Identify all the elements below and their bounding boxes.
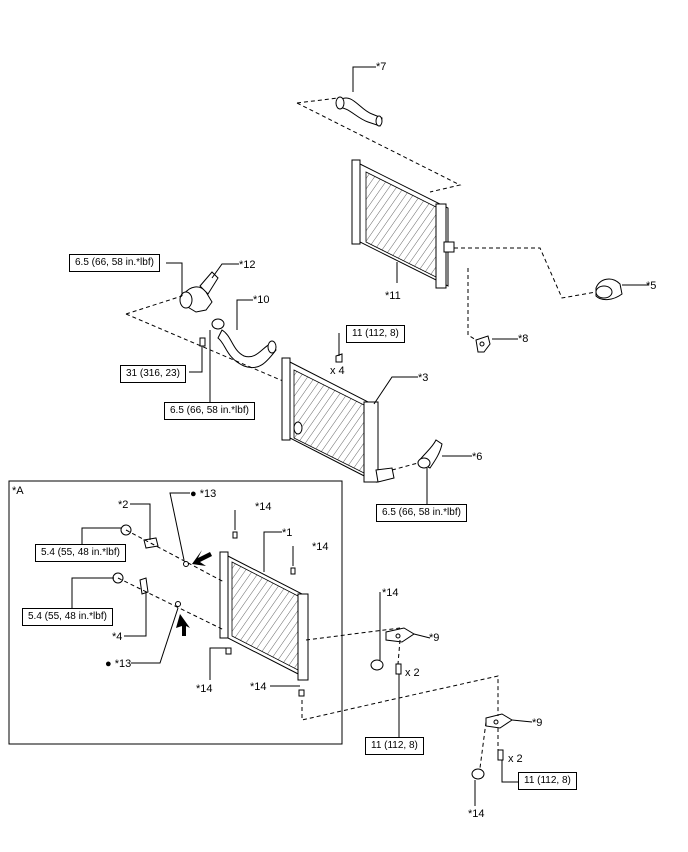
- inset-frame: [8, 480, 343, 745]
- callout-4: *4: [112, 631, 122, 643]
- callout-14-c: *14: [382, 587, 399, 599]
- radiator-3-assembly: [281, 357, 395, 483]
- direction-arrow-upper: [192, 550, 212, 566]
- torque-box-inlet: 6.5 (66, 58 in.*lbf): [69, 254, 160, 272]
- callout-14-a: *14: [255, 501, 272, 513]
- torque-box-inlet-bolt: 31 (316, 23): [120, 365, 186, 383]
- torque-box-bolt-x4: 11 (112, 8): [346, 325, 405, 343]
- callout-5: *5: [646, 280, 656, 292]
- plug-4: [139, 577, 149, 595]
- qty-x2-b: x 2: [508, 753, 523, 765]
- o-ring-13-top: [183, 561, 189, 567]
- upper-radiator-assembly: [351, 159, 455, 289]
- callout-9-a: *9: [429, 632, 439, 644]
- torque-box-drain-upper: 5.4 (55, 48 in.*lbf): [35, 544, 126, 562]
- callout-7: *7: [376, 61, 386, 73]
- callout-14-d: *14: [196, 683, 213, 695]
- torque-box-bracket-9: 11 (112, 8): [365, 737, 424, 755]
- direction-arrow-lower: [176, 614, 190, 636]
- cushion-14-lower: [471, 768, 485, 780]
- leader-lines: [71, 66, 649, 806]
- torque-box-bracket-9-lower: 11 (112, 8): [518, 772, 577, 790]
- callout-1: *1: [282, 527, 292, 539]
- gasket-ring: [211, 318, 225, 330]
- qty-x2-a: x 2: [405, 667, 420, 679]
- o-ring-13-bottom: [175, 601, 181, 607]
- bracket-8: [475, 335, 491, 353]
- callout-11: *11: [385, 290, 401, 302]
- callout-10: *10: [253, 294, 270, 306]
- callout-3: *3: [418, 372, 428, 384]
- callout-6: *6: [472, 451, 482, 463]
- radiator-1-assembly: [219, 551, 309, 681]
- bracket-9-upper: [385, 627, 415, 675]
- callout-13-bottom: ● *13: [105, 658, 131, 670]
- callout-14-e: *14: [250, 681, 267, 693]
- hose-5: [595, 278, 623, 301]
- callout-14-f: *14: [468, 808, 485, 820]
- callout-8: *8: [518, 333, 528, 345]
- hose-6: [417, 439, 443, 469]
- callout-A: *A: [12, 485, 24, 497]
- water-inlet-12: [179, 271, 219, 347]
- radiator-hose-10: [217, 329, 277, 368]
- torque-box-hose-6: 6.5 (66, 58 in.*lbf): [376, 504, 467, 522]
- upper-hose: [335, 96, 383, 127]
- torque-box-hose-10: 6.5 (66, 58 in.*lbf): [164, 402, 255, 420]
- callout-14-b: *14: [312, 541, 329, 553]
- torque-box-drain-lower: 5.4 (55, 48 in.*lbf): [22, 608, 113, 626]
- callout-2: *2: [118, 499, 128, 511]
- bolt-11: [335, 353, 343, 363]
- callout-9-b: *9: [532, 717, 542, 729]
- callout-12: *12: [239, 259, 256, 271]
- cushion-14: [370, 659, 384, 671]
- qty-x4: x 4: [330, 365, 345, 377]
- callout-13-top: ● *13: [190, 488, 216, 500]
- bracket-9-lower: [485, 713, 513, 761]
